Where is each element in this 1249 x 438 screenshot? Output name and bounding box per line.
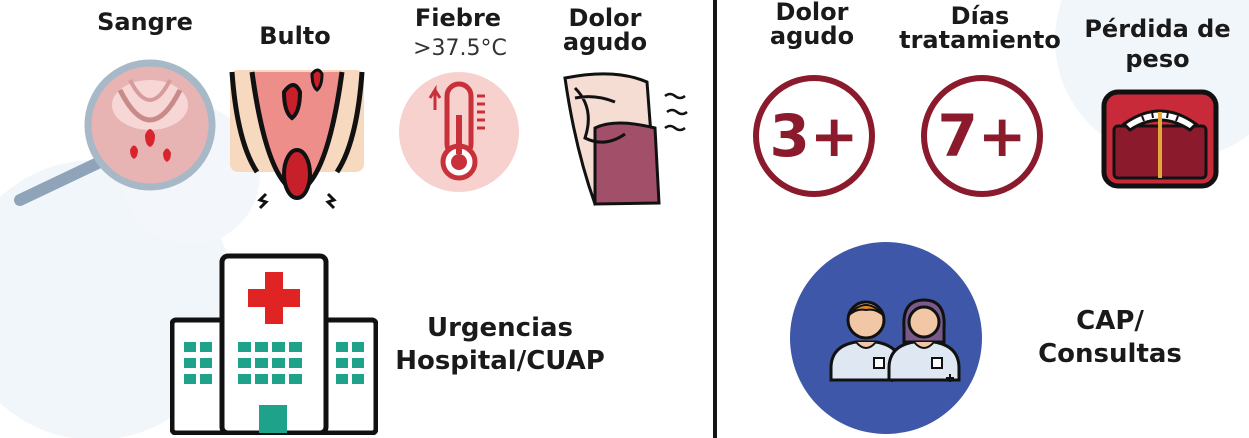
destination-urgencias: Urgencias Hospital/CUAP (385, 312, 615, 377)
label-dolor-agudo-left: Dolor agudo (545, 6, 665, 54)
doctors-icon (790, 242, 982, 434)
circle-number-icon: 7+ (921, 75, 1043, 197)
thermometer-icon (399, 72, 519, 192)
circle-number-icon: 3+ (753, 75, 875, 197)
label-dolor-line: Dolor (775, 0, 849, 26)
destination-line1: Urgencias (426, 313, 574, 343)
hemorrhoid-lump-icon (229, 68, 365, 210)
destination-line1: CAP/ (1076, 306, 1144, 336)
destination-cap: CAP/ Consultas (1015, 305, 1205, 370)
label-dolor-agudo-right: Dolor agudo (752, 0, 872, 48)
label-perdida-peso: Pérdida de peso (1070, 14, 1245, 74)
label-dolor-line: Dolor (568, 4, 642, 32)
label-dias-line: Días (950, 2, 1010, 30)
label-agudo-line: agudo (562, 28, 648, 56)
destination-line2: Hospital/CUAP (395, 345, 605, 376)
label-fiebre: Fiebre (414, 4, 502, 32)
destination-line2: Consultas (1038, 338, 1182, 369)
label-dias-tratamiento: Días tratamiento (890, 4, 1070, 52)
label-peso-line: peso (1125, 45, 1190, 73)
badge-7plus: 7+ (938, 102, 1027, 170)
label-sangre: Sangre (97, 8, 193, 36)
label-tratamiento-line: tratamiento (899, 26, 1061, 54)
label-fiebre-threshold: >37.5°C (413, 36, 507, 61)
label-perdida-line: Pérdida de (1084, 15, 1231, 43)
section-divider (713, 0, 717, 438)
badge-3plus: 3+ (770, 102, 859, 170)
weight-scale-icon (1101, 89, 1219, 189)
label-bulto: Bulto (259, 22, 331, 50)
hospital-icon (170, 253, 378, 435)
label-agudo-line: agudo (769, 22, 855, 50)
magnifier-bleeding-icon (14, 59, 216, 206)
abdominal-pain-icon (563, 72, 688, 206)
